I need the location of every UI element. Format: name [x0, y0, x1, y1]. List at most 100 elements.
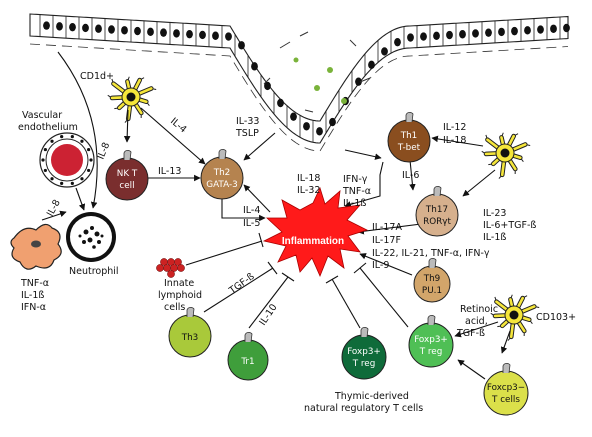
- foxp3-negative-label-2: T cells: [491, 395, 520, 405]
- label-il18b: IL-18: [443, 135, 466, 146]
- t-cell-receptor: [427, 314, 436, 326]
- vascular-endothelium: [39, 132, 95, 188]
- t-cell-receptors: [123, 111, 511, 374]
- label-il5: IL-5: [243, 218, 260, 229]
- epithelial-nucleus: [459, 30, 466, 39]
- label-tnfa: TNF-α: [342, 186, 371, 197]
- epithelial-nucleus: [524, 26, 531, 35]
- epithelial-nucleus: [446, 30, 453, 40]
- label-ifng: IFN-γ: [343, 174, 368, 185]
- epithelial-nucleus: [368, 60, 375, 70]
- label-ilc-2: lymphoid: [158, 290, 202, 301]
- epithelial-nucleus: [82, 23, 89, 33]
- th1-label-1: Th1: [400, 131, 418, 141]
- th3-cell: Th3: [168, 314, 212, 358]
- epithelial-nucleus: [290, 112, 297, 121]
- epithelial-nucleus: [43, 21, 50, 30]
- epithelial-nucleus: [563, 23, 570, 33]
- nkt-cell-label-2: cell: [119, 181, 134, 191]
- label-il18: IL-18: [297, 173, 320, 184]
- label-il12: IL-12: [443, 122, 466, 133]
- label-neutrophil: Neutrophil: [69, 266, 119, 277]
- epithelial-nucleus: [173, 29, 180, 38]
- epithelial-nucleus: [485, 28, 492, 37]
- th1-cell: Th1 T-bet: [387, 119, 431, 163]
- t-cell-receptor: [502, 362, 511, 374]
- epithelial-nucleus: [472, 29, 479, 38]
- th9-label-1: Th9: [423, 274, 441, 284]
- epithelial-nucleus: [56, 22, 63, 31]
- foxp3-treg-label-1: Foxp3+: [414, 335, 448, 345]
- label-il33: IL-33: [236, 116, 259, 127]
- epithelial-nucleus: [355, 77, 362, 86]
- dendritic-cell-th1: [481, 132, 531, 179]
- label-il6: IL-6: [402, 170, 419, 181]
- epithelial-nucleus: [394, 37, 401, 47]
- epithelial-nucleus: [511, 26, 518, 36]
- label-ilc-3: cells: [164, 302, 185, 313]
- label-thymic-2: natural regulatory T cells: [304, 403, 423, 414]
- label-il1b: IL-1ß: [343, 198, 366, 209]
- t-cell-receptor: [218, 148, 227, 160]
- t-cell-receptor: [244, 331, 253, 343]
- tr1-label: Tr1: [240, 357, 254, 367]
- label-il9: IL-9: [372, 260, 389, 271]
- t-cell-receptor: [123, 149, 132, 161]
- label-retinoic-2: acid,: [465, 316, 488, 327]
- epithelial-nucleus: [69, 22, 76, 32]
- label-il23: IL-23: [483, 208, 506, 219]
- label-vascular-1: Vascular: [22, 110, 62, 121]
- t-cell-receptor: [360, 326, 369, 338]
- label-vascular-2: endothelium: [18, 122, 78, 133]
- th9-cell: Th9 PU.1: [413, 265, 451, 303]
- th1-label-2: T-bet: [397, 143, 421, 153]
- inflammation-label: Inflammation: [282, 236, 344, 247]
- label-cd103: CD103+: [536, 312, 576, 323]
- label-retinoic-1: Retinoic: [460, 304, 498, 315]
- th2-label-1: Th2: [213, 168, 231, 178]
- epithelial-nucleus: [329, 117, 336, 127]
- t-cell-receptor: [186, 306, 195, 318]
- label-il10: IL-10: [257, 302, 279, 328]
- epithelial-nucleus: [420, 32, 427, 41]
- foxp3-thymic-label-2: T reg: [352, 359, 376, 369]
- foxp3-treg-cell: Foxp3+ T reg: [408, 322, 454, 368]
- epithelial-nucleus: [121, 26, 128, 35]
- epithelial-nucleus: [147, 27, 154, 37]
- t-cell-receptor: [428, 257, 437, 269]
- th17-label-2: RORγt: [423, 217, 451, 227]
- foxp3-treg-label-2: T reg: [419, 347, 443, 357]
- epithelial-nucleus: [407, 33, 414, 42]
- tr1-cell: Tr1: [227, 339, 269, 381]
- dendritic-cell-cd1d: [107, 76, 157, 123]
- th9-label-2: PU.1: [422, 286, 442, 296]
- epithelial-nucleus: [303, 122, 310, 131]
- label-tgfb: TGF-ß: [226, 271, 256, 297]
- foxp3-negative-label-1: Foxcp3−: [487, 383, 525, 393]
- epithelial-nucleus: [225, 32, 232, 41]
- t-cell-receptor: [433, 185, 442, 197]
- t-cell-receptor: [405, 111, 414, 123]
- dendritic-cell-cd103: [490, 294, 540, 341]
- epithelial-nucleus: [537, 25, 544, 34]
- epithelial-nucleus: [264, 81, 271, 91]
- th17-cell: Th17 RORγt: [415, 193, 459, 237]
- epithelial-nucleus: [95, 24, 102, 33]
- inflammation-burst: [262, 186, 369, 278]
- epithelial-nucleus: [186, 29, 193, 39]
- epithelial-nucleus: [550, 24, 557, 33]
- nkt-cell: NK T cell: [105, 157, 149, 201]
- nkt-cell-body: [105, 157, 149, 201]
- label-macro-1: TNF-α: [20, 278, 49, 289]
- th17-label-1: Th17: [425, 205, 448, 215]
- label-il32: IL-32: [297, 185, 320, 196]
- label-il8-left: IL-8: [45, 198, 63, 219]
- th2-cell: Th2 GATA-3: [200, 156, 244, 200]
- epithelial-nucleus: [238, 41, 245, 50]
- endothelial-cell: [51, 144, 83, 176]
- label-ilc-1: Innate: [164, 278, 194, 289]
- label-il13: IL-13: [158, 166, 181, 177]
- foxp3-thymic-label-1: Foxp3+: [347, 347, 381, 357]
- innate-lymphoid-cells: [156, 258, 185, 278]
